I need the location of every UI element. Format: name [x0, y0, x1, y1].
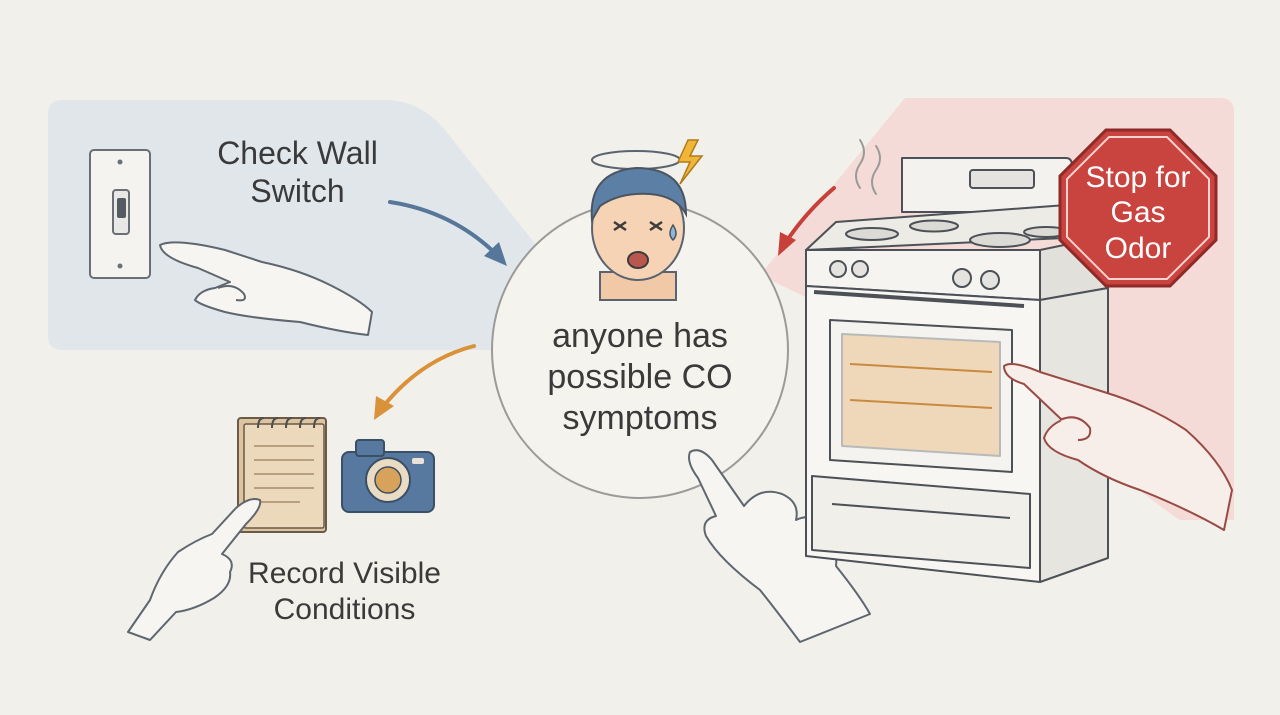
- camera-icon: [341, 439, 435, 513]
- stop-gas-odor-line-1: Stop for: [1085, 161, 1191, 194]
- stop-gas-odor-line-3: Odor: [1104, 231, 1172, 265]
- pointing-hand-icon: [159, 241, 373, 336]
- orange-arrow: [374, 344, 476, 420]
- pointing-hand-icon: [688, 449, 871, 643]
- check-wall-switch-line-1: Check Wall: [217, 135, 378, 171]
- check-wall-switch-label: Check Wall Switch: [205, 134, 390, 211]
- co-symptoms-label: anyone has possible CO symptoms: [520, 316, 760, 438]
- lightning-icon: [676, 139, 704, 185]
- stop-sign-icon: [1058, 128, 1218, 288]
- stop-gas-odor-label: Stop for Gas Odor: [1062, 160, 1214, 266]
- pointing-hand-icon: [1003, 363, 1233, 531]
- co-symptoms-line-1: anyone has: [552, 317, 728, 355]
- switch-panel: [48, 100, 540, 350]
- heat-wave-icon: [855, 139, 881, 195]
- co-symptoms-line-3: symptoms: [562, 398, 718, 437]
- stop-gas-odor-line-2: Gas: [1110, 196, 1166, 230]
- pointing-hand-icon: [127, 498, 262, 641]
- record-conditions-line-1: Record Visible: [248, 557, 441, 590]
- blue-arrow: [388, 200, 507, 266]
- co-symptoms-line-2: possible CO: [547, 357, 733, 396]
- dizzy-person-icon: [590, 150, 688, 301]
- wall-switch-icon: [89, 149, 151, 279]
- check-wall-switch-line-2: Switch: [250, 173, 345, 210]
- record-conditions-label: Record Visible Conditions: [232, 556, 457, 628]
- stove-icon: [805, 157, 1109, 583]
- record-conditions-line-2: Conditions: [273, 593, 416, 626]
- red-arrow: [778, 186, 836, 256]
